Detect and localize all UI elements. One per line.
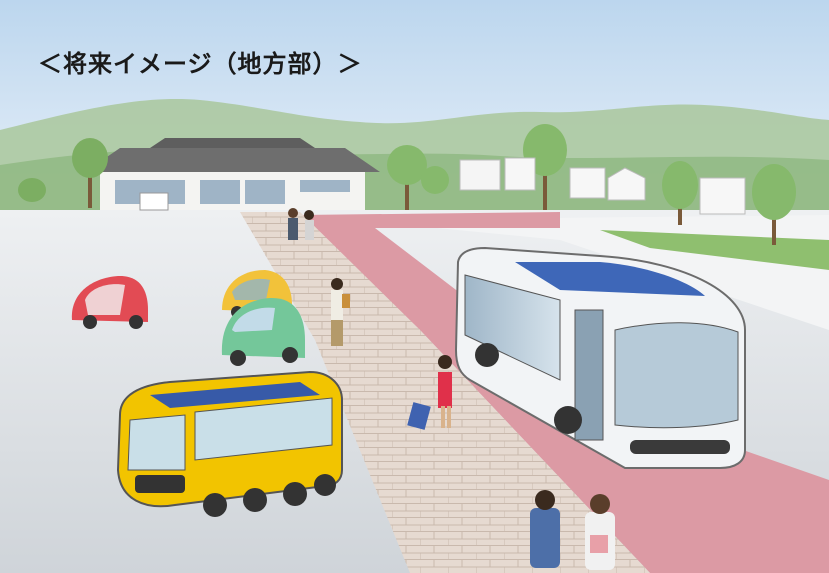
large-autonomous-bus <box>454 246 746 469</box>
pedestrian-suitcase <box>407 355 452 430</box>
grass-strip <box>600 230 829 270</box>
green-micro-car <box>221 297 305 366</box>
town-houses <box>459 157 746 215</box>
caption-title: ＜将来イメージ（地方部）＞ <box>38 50 363 78</box>
pedestrian-backpack <box>331 278 350 346</box>
pedestrians-front <box>530 490 615 570</box>
trees <box>18 124 796 245</box>
station-building <box>85 138 380 211</box>
small-autonomous-bus <box>116 370 343 517</box>
red-micro-car <box>71 275 148 329</box>
pedestrians-back <box>288 208 314 240</box>
